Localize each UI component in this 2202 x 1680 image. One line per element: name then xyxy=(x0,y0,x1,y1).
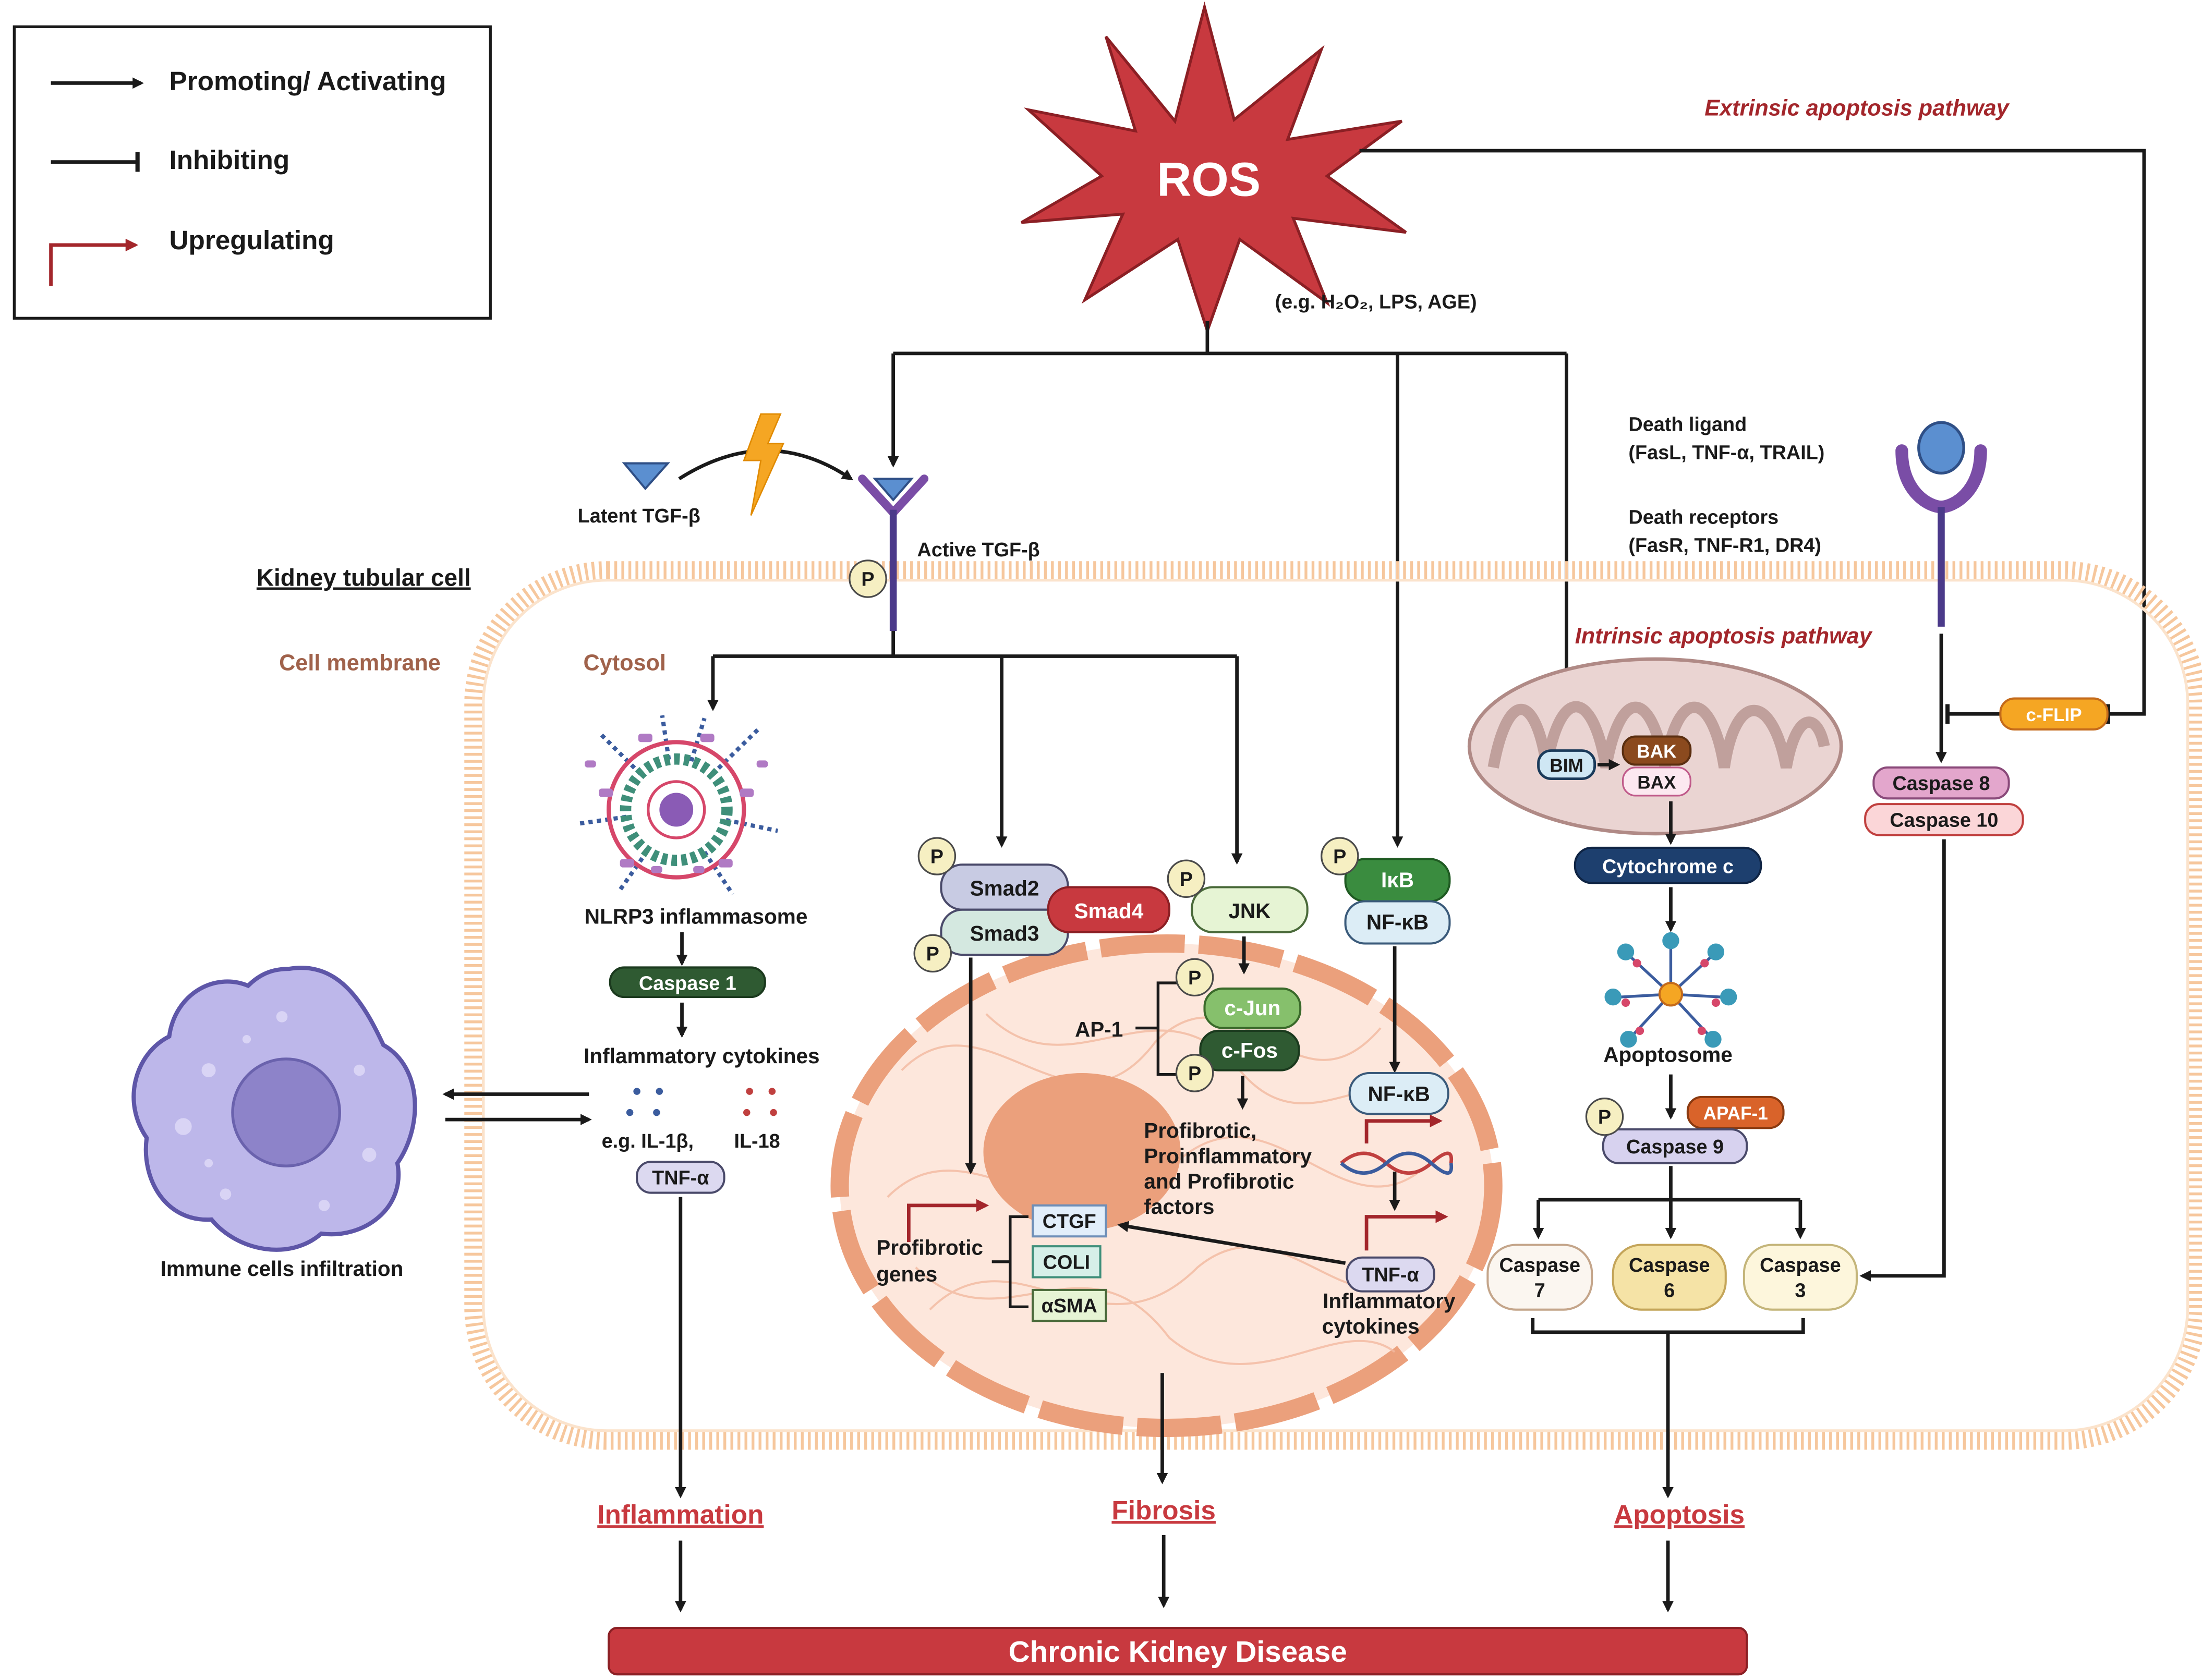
ckd-label: Chronic Kidney Disease xyxy=(1009,1636,1347,1669)
cell-membrane-label: Cell membrane xyxy=(279,651,441,676)
phospho-smad3: P xyxy=(926,943,939,965)
bak-label: BAK xyxy=(1637,741,1677,762)
death-receptor-list: (FasR, TNF-R1, DR4) xyxy=(1628,535,1821,557)
latent-tgf-triangle xyxy=(622,462,671,491)
ikb-label: IκB xyxy=(1381,868,1414,892)
ckd-bar xyxy=(608,1627,1748,1676)
asma-label: αSMA xyxy=(1042,1295,1097,1317)
bim-label: BIM xyxy=(1550,756,1583,776)
smad3-label: Smad3 xyxy=(970,921,1039,945)
caspase7-number: 7 xyxy=(1534,1280,1545,1301)
jnk-label: JNK xyxy=(1228,899,1271,923)
outcome-fibrosis: Fibrosis xyxy=(1111,1495,1216,1525)
death-receptor-icon xyxy=(1895,421,1987,627)
cell-title: Kidney tubular cell xyxy=(257,564,471,591)
immune-label: Immune cells infiltration xyxy=(161,1257,404,1281)
tnfa-inflammasome-label: TNF-α xyxy=(652,1167,709,1189)
cjun-label: c-Jun xyxy=(1224,996,1280,1020)
extrinsic-pathway-label: Extrinsic apoptosis pathway xyxy=(1704,95,2010,120)
cytosol-label: Cytosol xyxy=(583,651,666,676)
phospho-cfos: P xyxy=(1188,1063,1201,1085)
bax-label: BAX xyxy=(1637,772,1676,793)
immune-cell-icon xyxy=(131,966,417,1252)
apoptosome-label: Apoptosome xyxy=(1603,1042,1733,1066)
outcome-inflammation: Inflammation xyxy=(597,1500,764,1529)
phospho-caspase9: P xyxy=(1598,1106,1611,1128)
factors-line-4: factors xyxy=(1144,1195,1214,1219)
smad-complex: Smad2 Smad3 Smad4 P P xyxy=(913,837,1171,973)
nlrp3-inflammasome-icon xyxy=(577,715,779,896)
nfkb-nuclear-label: NF-κB xyxy=(1368,1082,1430,1106)
tgf-connectors xyxy=(707,630,1243,865)
caspase6-word: Caspase xyxy=(1629,1255,1710,1276)
legend-inhibiting: Inhibiting xyxy=(169,145,289,175)
caspase1-label: Caspase 1 xyxy=(639,973,736,995)
nlrp3-label: NLRP3 inflammasome xyxy=(585,905,808,929)
tnfa-nuclear-label: TNF-α xyxy=(1362,1264,1419,1286)
smad2-label: Smad2 xyxy=(970,876,1039,900)
caspase8-label: Caspase 8 xyxy=(1892,773,1990,795)
ros-examples: (e.g. H₂O₂, LPS, AGE) xyxy=(1275,291,1477,313)
latent-tgf-label: Latent TGF-β xyxy=(578,505,700,527)
lightning-icon xyxy=(743,413,785,516)
profibrotic-genes-1: Profibrotic xyxy=(876,1235,983,1259)
ap1-label: AP-1 xyxy=(1075,1017,1123,1041)
phospho-smad2: P xyxy=(930,846,943,868)
factors-line-1: Profibrotic, xyxy=(1144,1118,1256,1142)
intrinsic-pathway-label: Intrinsic apoptosis pathway xyxy=(1575,624,1873,649)
cell-membrane xyxy=(464,561,2202,1450)
ros-star: ROS xyxy=(1021,1,1407,336)
legend: Promoting/ Activating Inhibiting Upregul… xyxy=(13,25,492,320)
caspase3-word: Caspase xyxy=(1760,1255,1841,1276)
tgf-receptor xyxy=(858,474,929,631)
factors-line-3: and Profibrotic xyxy=(1144,1169,1294,1193)
caspase9-label: Caspase 9 xyxy=(1626,1136,1724,1158)
caspase3-number: 3 xyxy=(1795,1280,1806,1301)
il18-label: IL-18 xyxy=(734,1130,780,1152)
legend-promoting: Promoting/ Activating xyxy=(169,66,446,96)
caspase6-number: 6 xyxy=(1664,1280,1675,1301)
phospho-cjun: P xyxy=(1188,967,1201,989)
caspase7-word: Caspase xyxy=(1499,1255,1581,1276)
phospho-jnk: P xyxy=(1180,869,1193,891)
nfkb-label: NF-κB xyxy=(1366,910,1429,934)
cfos-label: c-Fos xyxy=(1221,1038,1278,1062)
cflip-label: c-FLIP xyxy=(2026,705,2082,725)
legend-upregulating: Upregulating xyxy=(169,225,334,255)
outcome-arrows xyxy=(675,1535,1674,1613)
dna-icon xyxy=(1340,1151,1454,1175)
caspase9-connectors xyxy=(1532,1166,1806,1239)
nuclear-cytokines-1: Inflammatory xyxy=(1323,1289,1456,1313)
inflammatory-cytokines-label: Inflammatory cytokines xyxy=(584,1044,819,1068)
nucleus xyxy=(830,934,1503,1438)
cytokine-dots xyxy=(626,1088,777,1116)
apoptosome-icon xyxy=(1604,932,1737,1048)
coli-label: COLI xyxy=(1043,1251,1090,1273)
factors-line-2: Proinflammatory xyxy=(1144,1144,1312,1168)
ctgf-label: CTGF xyxy=(1043,1211,1096,1233)
caspase10-label: Caspase 10 xyxy=(1890,809,1998,831)
cytochrome-c-label: Cytochrome c xyxy=(1602,856,1734,878)
active-tgf-label: Active TGF-β xyxy=(917,539,1040,561)
nuclear-cytokines-2: cytokines xyxy=(1322,1314,1420,1338)
phospho-ikb: P xyxy=(1333,846,1346,868)
smad4-label: Smad4 xyxy=(1074,899,1143,923)
apaf1-label: APAF-1 xyxy=(1703,1103,1768,1124)
il1b-label: e.g. IL-1β, xyxy=(602,1130,694,1152)
death-receptor-title: Death receptors xyxy=(1628,507,1778,529)
death-ligand-title: Death ligand xyxy=(1628,413,1747,435)
profibrotic-genes-2: genes xyxy=(876,1262,937,1286)
death-ligand-list: (FasL, TNF-α, TRAIL) xyxy=(1628,442,1824,464)
ros-label: ROS xyxy=(1157,153,1261,206)
outcome-apoptosis: Apoptosis xyxy=(1614,1500,1745,1529)
phospho-tgf: P xyxy=(861,569,874,591)
